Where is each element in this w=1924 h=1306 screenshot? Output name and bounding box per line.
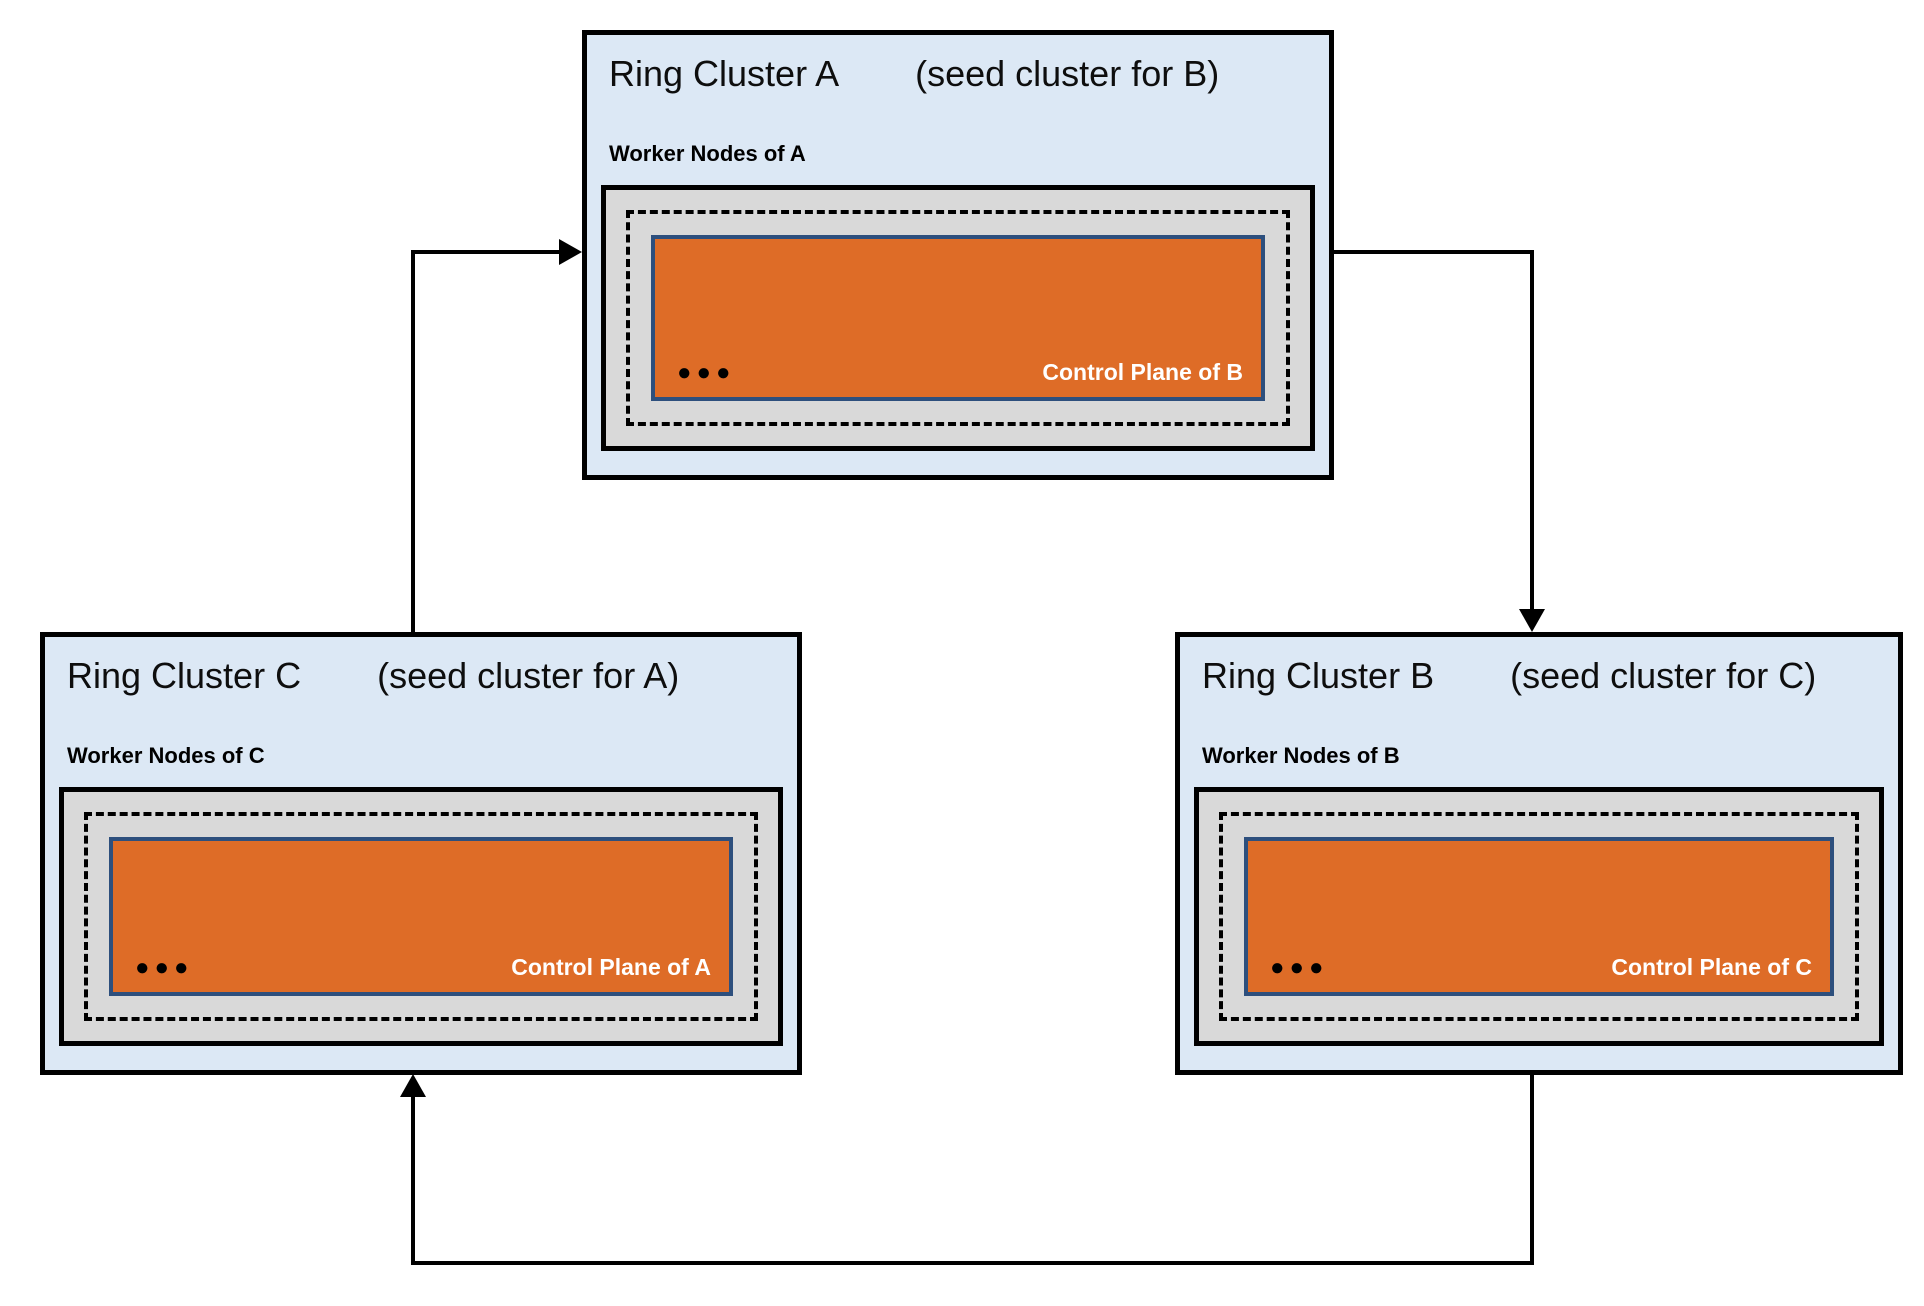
cluster-b-worker-nodes-box: ●●● Control Plane of C xyxy=(1194,787,1884,1046)
cluster-a-control-plane-box: ●●● Control Plane of B xyxy=(651,235,1265,401)
arrow-b-to-c-horizontal-line xyxy=(411,1261,1534,1265)
arrow-c-to-a-vertical-line xyxy=(411,250,415,632)
ellipsis-dots: ●●● xyxy=(135,954,194,981)
arrowhead-down-icon xyxy=(1519,609,1545,632)
cluster-a-control-plane-label: Control Plane of B xyxy=(1042,358,1243,385)
cluster-a-worker-nodes-box: ●●● Control Plane of B xyxy=(601,185,1315,451)
cluster-c-control-plane-label: Control Plane of A xyxy=(511,953,711,980)
cluster-box-a: Ring Cluster A (seed cluster for B) Work… xyxy=(582,30,1334,480)
cluster-b-control-plane-box: ●●● Control Plane of C xyxy=(1244,837,1834,996)
arrow-a-to-b-horizontal-line xyxy=(1334,250,1534,254)
cluster-c-dashed-boundary: ●●● Control Plane of A xyxy=(84,812,758,1021)
cluster-b-worker-nodes-label: Worker Nodes of B xyxy=(1202,743,1400,768)
cluster-c-title-row: Ring Cluster C (seed cluster for A) xyxy=(67,653,783,698)
ellipsis-dots: ●●● xyxy=(1270,954,1329,981)
cluster-c-worker-nodes-box: ●●● Control Plane of A xyxy=(59,787,783,1046)
cluster-a-seed-note: (seed cluster for B) xyxy=(915,53,1220,94)
arrow-b-to-c-left-vertical-line xyxy=(411,1095,415,1265)
cluster-a-worker-nodes-label: Worker Nodes of A xyxy=(609,141,806,166)
cluster-box-c: Ring Cluster C (seed cluster for A) Work… xyxy=(40,632,802,1075)
arrow-a-to-b-vertical-line xyxy=(1530,250,1534,610)
arrow-c-to-a-horizontal-line xyxy=(411,250,561,254)
cluster-box-b: Ring Cluster B (seed cluster for C) Work… xyxy=(1175,632,1903,1075)
cluster-b-title-row: Ring Cluster B (seed cluster for C) xyxy=(1202,653,1884,698)
cluster-b-title: Ring Cluster B xyxy=(1202,655,1435,696)
cluster-b-seed-note: (seed cluster for C) xyxy=(1510,655,1817,696)
cluster-a-title: Ring Cluster A xyxy=(609,53,840,94)
cluster-b-control-plane-label: Control Plane of C xyxy=(1611,953,1812,980)
cluster-c-title: Ring Cluster C xyxy=(67,655,302,696)
cluster-a-title-row: Ring Cluster A (seed cluster for B) xyxy=(609,51,1315,96)
cluster-c-control-plane-box: ●●● Control Plane of A xyxy=(109,837,733,996)
cluster-c-seed-note: (seed cluster for A) xyxy=(377,655,680,696)
ellipsis-dots: ●●● xyxy=(677,359,736,386)
arrowhead-right-icon xyxy=(559,239,582,265)
cluster-b-dashed-boundary: ●●● Control Plane of C xyxy=(1219,812,1859,1021)
arrow-b-to-c-right-vertical-line xyxy=(1530,1075,1534,1265)
cluster-c-worker-nodes-label: Worker Nodes of C xyxy=(67,743,265,768)
cluster-a-dashed-boundary: ●●● Control Plane of B xyxy=(626,210,1290,426)
arrowhead-up-icon xyxy=(400,1074,426,1097)
